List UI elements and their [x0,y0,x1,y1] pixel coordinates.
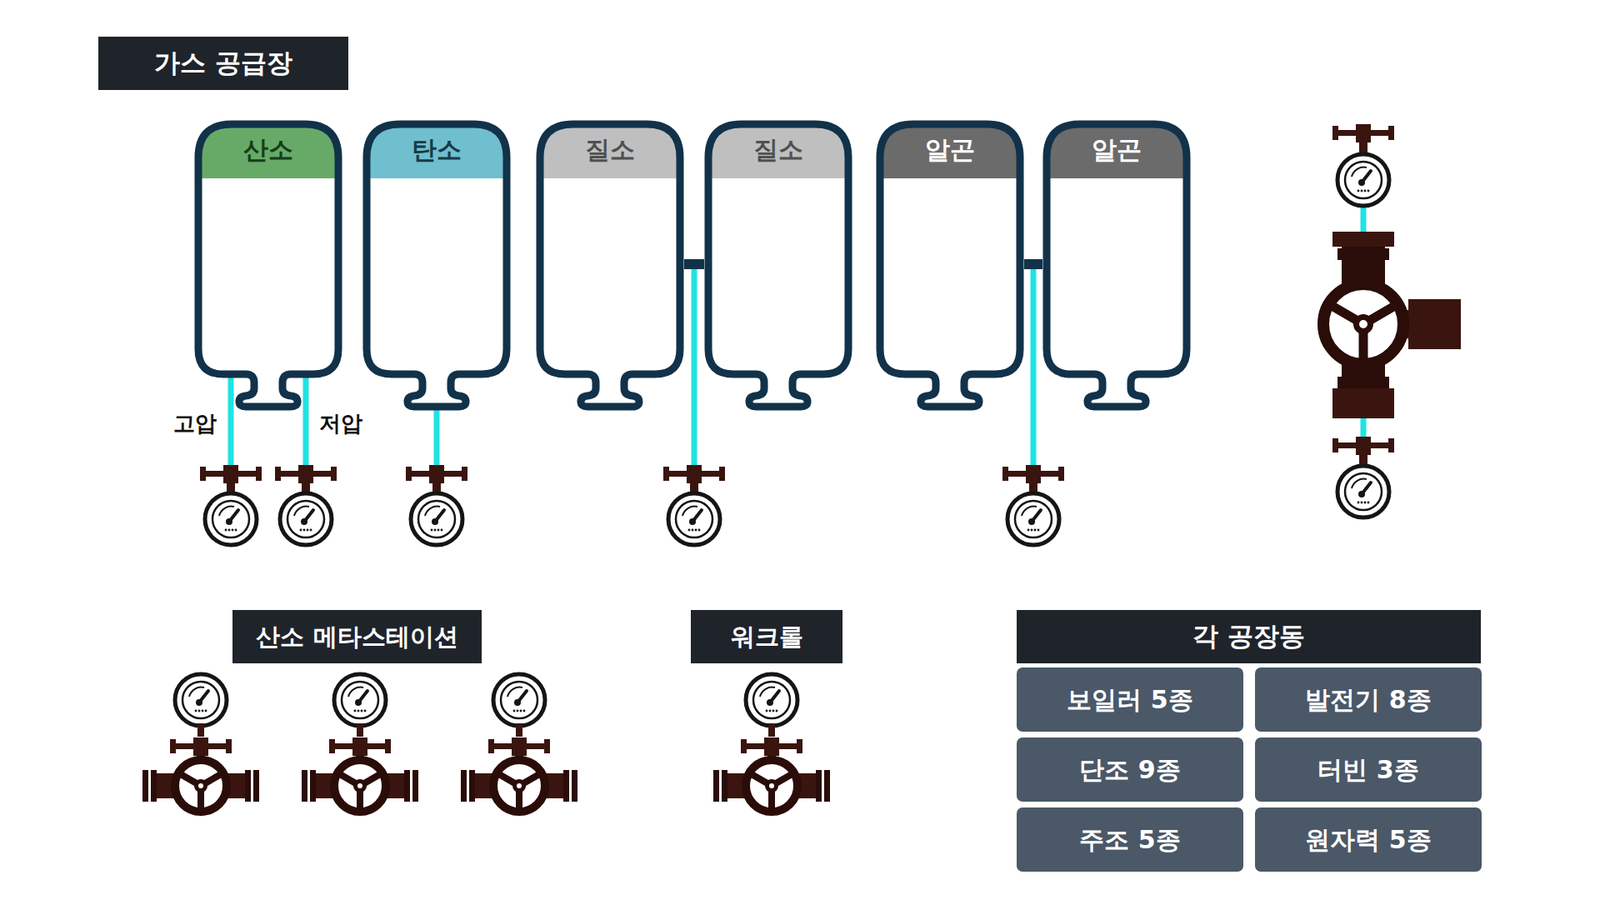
section-title: 각 공장동 [1016,610,1481,664]
tank-border [198,124,339,407]
tank-header [880,124,1020,179]
gas-tank: 알곤 [875,120,1025,409]
valve-handle [275,465,337,495]
tank-header [1046,124,1187,179]
valve-handle [405,465,468,495]
tank-border [540,124,680,407]
gas-tank: 알곤 [1042,120,1191,409]
valve-handle [1002,465,1065,495]
plant-box: 터빈 3종 [1255,737,1482,802]
pressure-gauge [668,493,720,545]
tank-joint [1024,259,1043,270]
main-valve [1323,124,1461,518]
plant-box: 보일러 5종 [1016,667,1244,732]
pressure-gauge [280,493,332,545]
section-title: 워크롤 [690,610,843,664]
box-label: 산소 메타스테이션 [255,622,458,652]
box-label: 각 공장동 [1192,620,1305,652]
tank-body [366,124,507,407]
gas-tank: 탄소 [362,120,511,409]
plant-box: 단조 9종 [1016,737,1244,802]
tank-body [880,124,1020,407]
section-title: 가스 공급장 [98,36,349,90]
tank-header [366,124,507,179]
tank-border [1046,124,1187,407]
pressure-gauge [1007,493,1060,545]
gas-name: 질소 [585,131,635,169]
tank-body [540,124,680,407]
section-title: 산소 메타스테이션 [232,610,482,664]
gas-tank: 질소 [535,120,685,409]
gas-name: 산소 [243,131,294,169]
tank-header [708,124,849,179]
box-label: 워크롤 [730,622,804,652]
gas-name: 알곤 [1091,131,1142,169]
box-label: 원자력 5종 [1305,825,1431,855]
tank-border [708,124,849,407]
gas-tank: 질소 [704,120,853,409]
tank-border [880,124,1020,407]
gas-tank: 산소 [194,120,343,409]
box-label: 터빈 3종 [1317,755,1419,785]
box-label: 단조 9종 [1079,755,1180,785]
pressure-gauge [410,493,463,545]
tank-body [708,124,849,407]
pressure-label: 저압 [317,409,365,439]
pressure-gauge [205,493,257,545]
tank-body [1046,124,1187,407]
pressure-label: 고압 [171,409,219,439]
station-valve [142,674,830,812]
valve-handle [663,465,725,495]
plant-box: 원자력 5종 [1255,807,1482,872]
gas-name: 알곤 [925,131,975,169]
tank-joint [684,259,705,270]
box-label: 보일러 5종 [1066,685,1193,715]
plant-box: 주조 5종 [1016,807,1244,872]
tank-border [366,124,507,407]
box-label: 발전기 8종 [1305,685,1431,715]
plant-box: 발전기 8종 [1255,667,1482,732]
tank-header [540,124,680,179]
tank-header [198,124,339,179]
box-label: 주조 5종 [1079,825,1180,855]
gas-name: 탄소 [411,131,462,169]
valve-handle [200,465,262,495]
gas-name: 질소 [753,131,804,169]
box-label: 가스 공급장 [154,47,293,79]
tank-body [198,124,339,407]
